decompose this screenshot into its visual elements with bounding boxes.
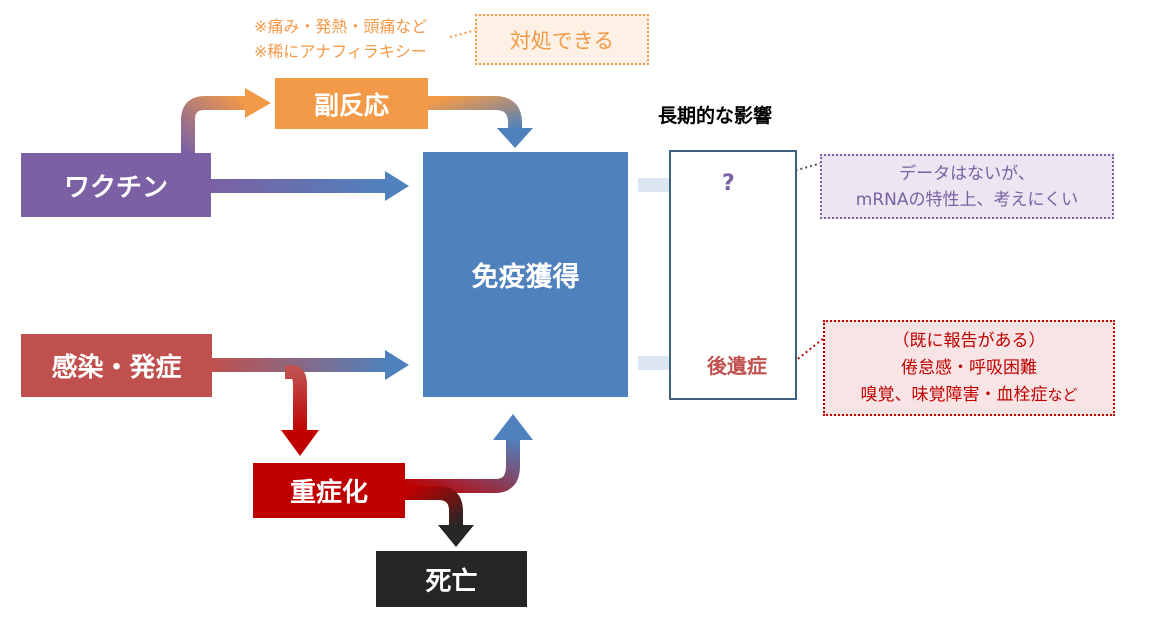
arrowhead-immunity-top [497, 128, 533, 148]
immunity-label: 免疫獲得 [471, 262, 580, 293]
unknown-note: データはないが、 mRNAの特性上、考えにくい [820, 154, 1114, 219]
side-effect-callout: 対処できる [475, 14, 649, 65]
severe-label: 重症化 [289, 478, 368, 508]
sequela-note-suffix: など [1047, 385, 1078, 404]
arrow-severe-to-immunity [405, 438, 520, 493]
sequela-note: （既に報告がある） 倦怠感・呼吸困難 嗅覚、味覚障害・血栓症など [823, 320, 1115, 416]
side-effect-callout-text: 対処できる [509, 28, 615, 53]
infection-label: 感染・発症 [51, 353, 182, 383]
arrowhead-infection-immunity [385, 350, 409, 380]
sequela-note-line3: 嗅覚、味覚障害・血栓症など [860, 384, 1078, 405]
arrowhead-immunity-bottom [493, 414, 533, 440]
side-effect-note-line2: ※稀にアナフィラキシー [254, 42, 427, 61]
arrowhead-vaccine-immunity [385, 171, 409, 201]
vaccine-label: ワクチン [63, 172, 168, 203]
death-label: 死亡 [425, 566, 478, 597]
arrow-side-effect-to-immunity [428, 96, 522, 130]
infection-box: 感染・発症 [21, 334, 212, 397]
arrowhead-severe [281, 430, 319, 456]
immunity-box: 免疫獲得 [423, 152, 628, 397]
sequela-note-line2: 倦怠感・呼吸困難 [901, 357, 1037, 378]
death-box: 死亡 [376, 551, 527, 607]
unknown-note-line2: mRNAの特性上、考えにくい [855, 189, 1079, 210]
arrow-infection-to-immunity [212, 358, 387, 372]
sequela-pointer [793, 337, 825, 363]
arrowhead-death [438, 525, 474, 547]
vaccine-box: ワクチン [21, 153, 211, 217]
side-effect-pointer [449, 29, 477, 38]
arrow-severe-to-death [405, 486, 463, 527]
arrow-vaccine-to-side-effect [181, 96, 248, 153]
long-term-title: 長期的な影響 [658, 105, 773, 127]
severe-box: 重症化 [253, 463, 405, 518]
arrowhead-side-effect [245, 88, 271, 118]
arrow-vaccine-to-immunity [211, 179, 387, 193]
long-term-box [669, 150, 797, 400]
side-effect-box: 副反応 [275, 78, 428, 129]
sequela-label: 後遺症 [707, 354, 767, 378]
side-effect-note-line1: ※痛み・発熱・頭痛など [254, 17, 428, 36]
unknown-note-line1: データはないが、 [899, 163, 1035, 184]
sequela-note-line1: （既に報告がある） [892, 330, 1046, 351]
side-effect-label: 副反応 [313, 90, 389, 120]
arrow-infection-to-severe [285, 365, 307, 432]
unknown-question-mark: ? [722, 171, 735, 196]
